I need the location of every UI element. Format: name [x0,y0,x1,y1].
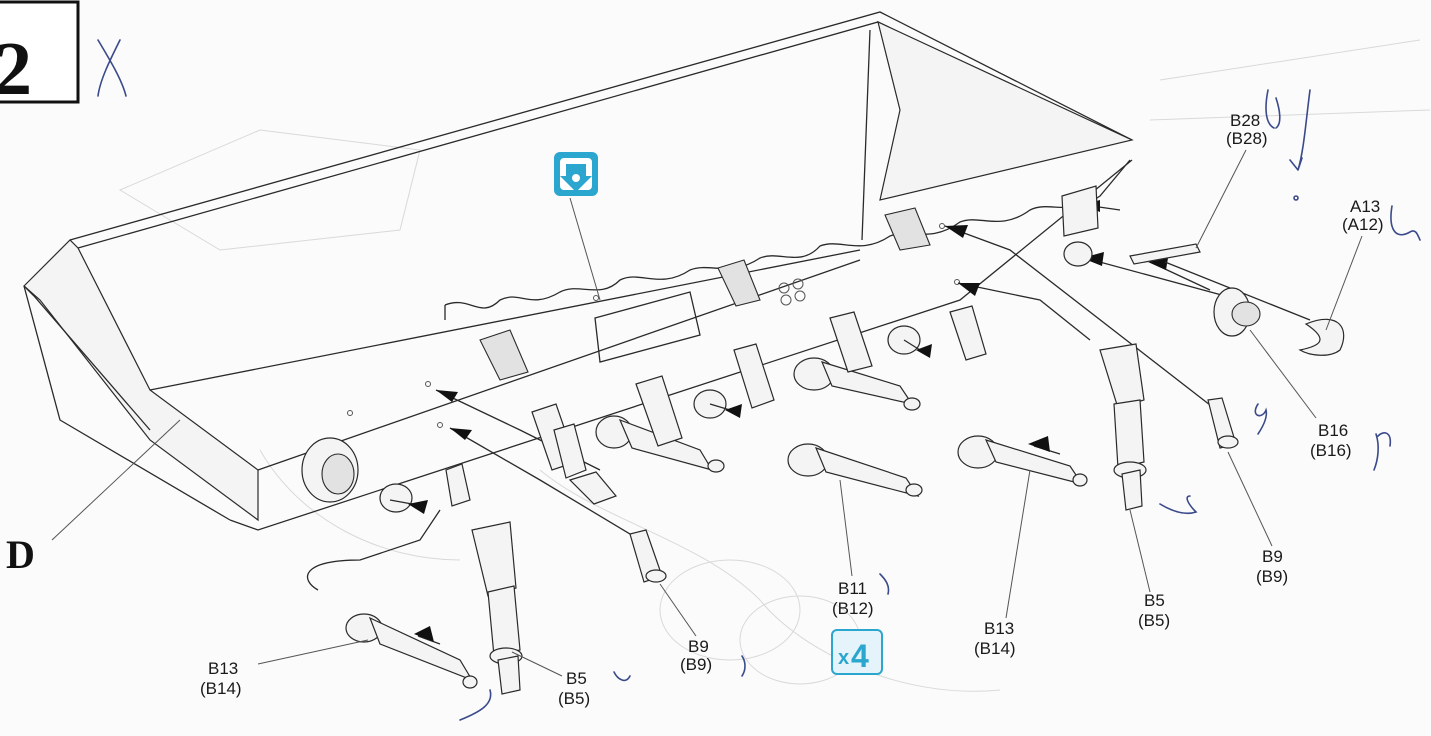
hull-part-label: D [6,532,35,577]
part-label-b28-alt: (B28) [1226,129,1268,148]
quantity-count: 4 [851,638,869,674]
background-ghost-art [118,39,1431,692]
part-labels: B28 (B28) A13 (A12) B16 (B16) B9 (B9) B5… [200,111,1384,708]
part-label-b16: B16 [1318,421,1348,440]
part-label-a13: A13 [1350,197,1380,216]
part-label-b13-mid: B13 [984,619,1014,638]
part-label-b28: B28 [1230,111,1260,130]
part-label-b9-left-alt: (B9) [680,655,712,674]
part-label-b9-right: B9 [1262,547,1283,566]
part-label-b5-left: B5 [566,669,587,688]
part-label-b16-alt: (B16) [1310,441,1352,460]
drill-hole-icon [554,152,598,196]
handwritten-annotations [97,39,1421,721]
part-label-b9-right-alt: (B9) [1256,567,1288,586]
part-label-b5-right: B5 [1144,591,1165,610]
hull-part-d [23,11,1134,531]
part-label-a13-alt: (A12) [1342,215,1384,234]
part-label-b13-left-alt: (B14) [200,679,242,698]
part-label-b13-mid-alt: (B14) [974,639,1016,658]
quantity-multiplier: x [838,647,849,669]
part-label-b11: B11 [838,579,867,598]
part-label-b11-alt: (B12) [832,599,874,618]
part-label-b13-left: B13 [208,659,238,678]
part-label-b5-left-alt: (B5) [558,689,590,708]
part-label-b5-right-alt: (B5) [1138,611,1170,630]
leader-lines [51,149,1363,677]
part-label-b9-left: B9 [688,637,709,656]
assembly-arrows [435,200,1311,541]
left-suspension-parts [306,185,1345,695]
step-number: 2 [0,27,32,111]
quantity-badge: x 4 [831,629,883,675]
step-number-box: 2 [0,0,80,111]
